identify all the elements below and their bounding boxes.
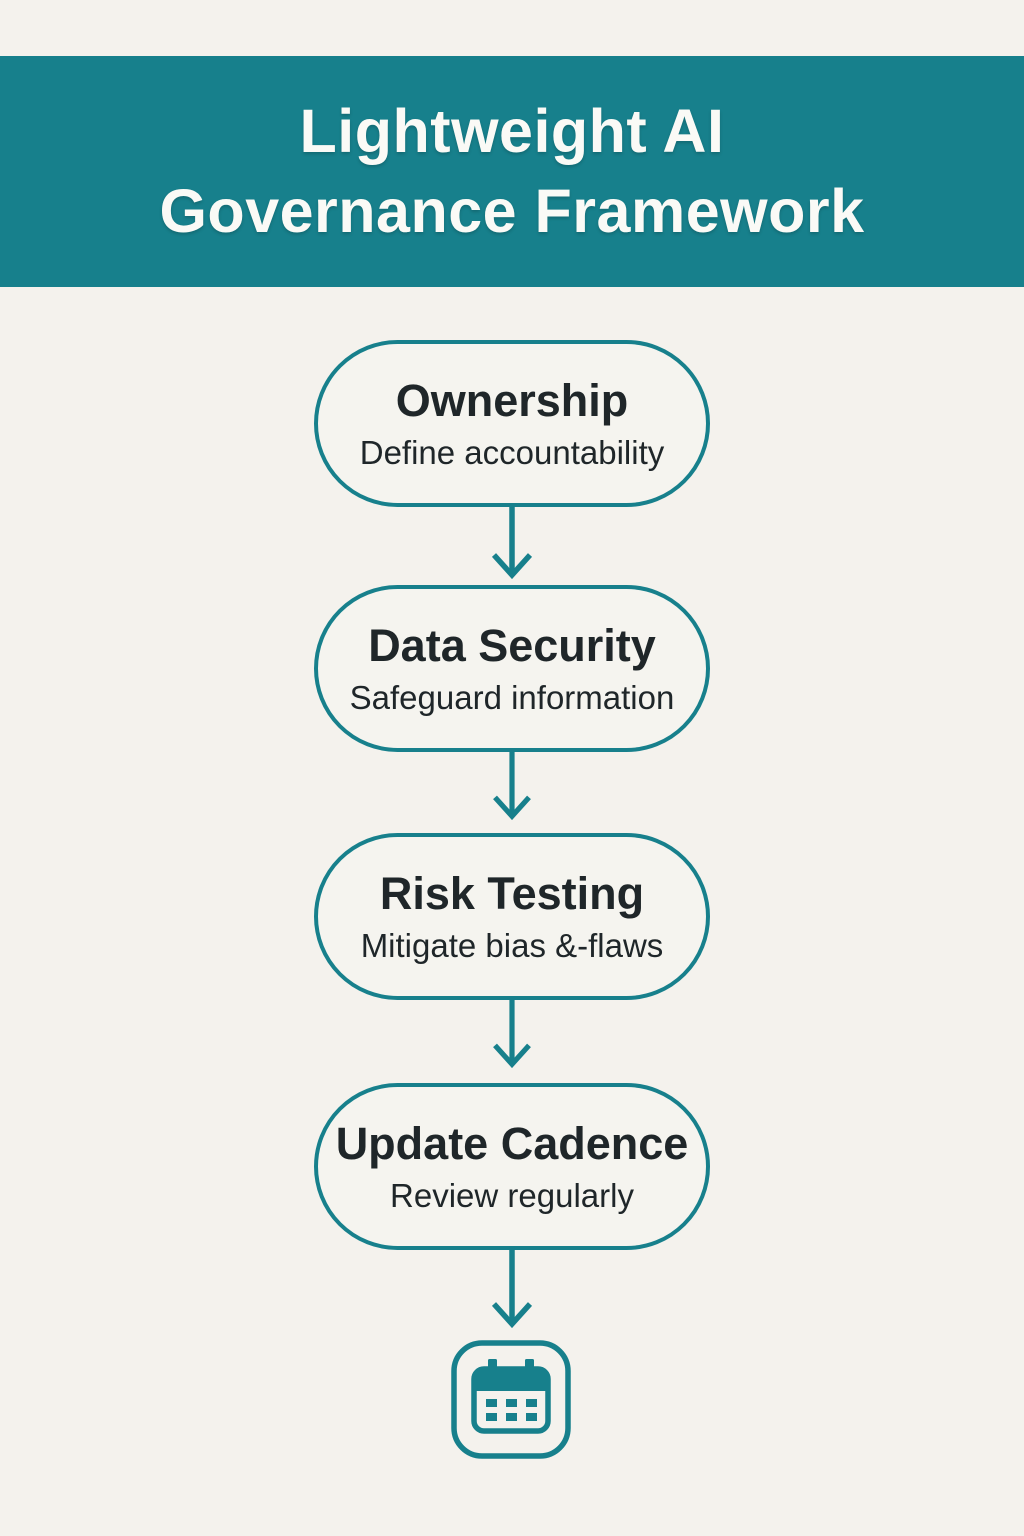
flow-node-ownership: Ownership Define accountability (314, 340, 710, 507)
header-title-line-1: Lightweight AI (299, 97, 725, 166)
node-title: Risk Testing (379, 868, 645, 920)
node-subtitle: Safeguard information (349, 678, 675, 716)
calendar-icon (450, 1339, 572, 1460)
arrow-down-icon (490, 1000, 534, 1068)
flow-node-risk-testing: Risk Testing Mitigate bias &-flaws (314, 833, 710, 1000)
node-subtitle: Review regularly (390, 1176, 634, 1214)
arrow-down-icon (490, 507, 534, 579)
node-title: Ownership (395, 375, 629, 427)
flow-node-update-cadence: Update Cadence Review regularly (314, 1083, 710, 1250)
header-title-line-2: Governance Framework (159, 176, 865, 245)
header-band: Lightweight AI Governance Framework (0, 56, 1024, 287)
arrow-down-icon (490, 1246, 534, 1328)
arrow-down-icon (490, 752, 534, 820)
node-title: Data Security (368, 620, 656, 672)
node-subtitle: Define accountability (359, 433, 665, 471)
flow-node-data-security: Data Security Safeguard information (314, 585, 710, 752)
node-subtitle: Mitigate bias &-flaws (360, 926, 664, 964)
node-title: Update Cadence (335, 1118, 689, 1170)
